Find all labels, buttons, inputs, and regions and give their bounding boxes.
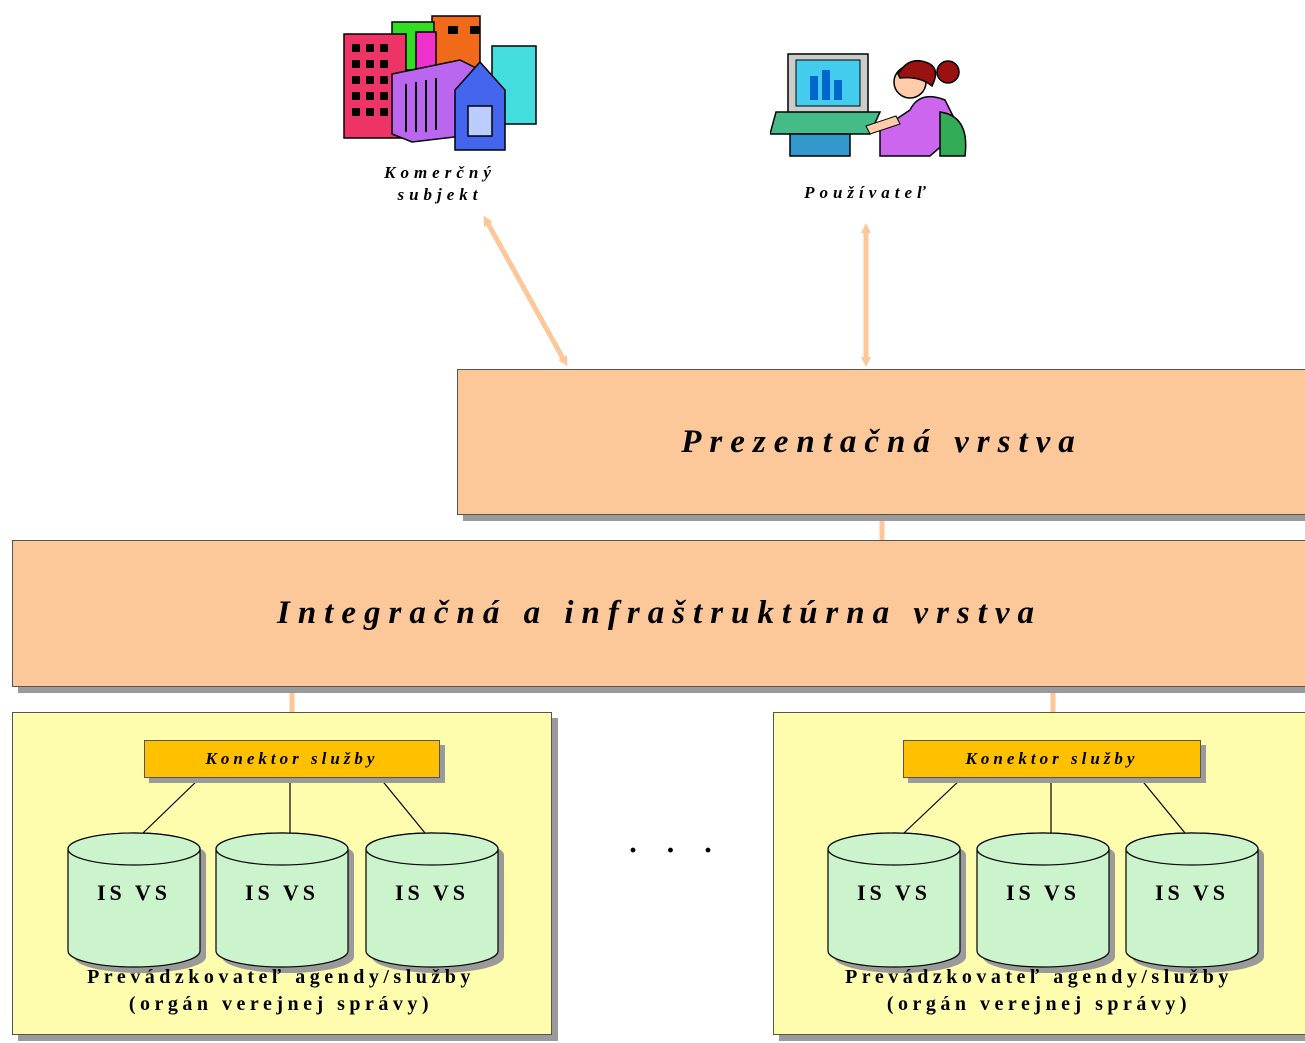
operator-2-title: Prevádzkovateľ agendy/služby (orgán vere…: [773, 964, 1305, 1018]
operator-1-title: Prevádzkovateľ agendy/služby (orgán vere…: [12, 964, 550, 1018]
operator-2-title-line2: (orgán verejnej správy): [886, 993, 1192, 1015]
db-label-1-2: IS VS: [244, 880, 320, 905]
user-label: Používateľ: [804, 183, 931, 202]
db-label-2-1: IS VS: [856, 880, 932, 905]
service-connector-1: Konektor služby: [144, 740, 440, 778]
ellipsis: · · ·: [628, 834, 724, 867]
db-label-2-3: IS VS: [1154, 880, 1230, 905]
db-label-2-2: IS VS: [1005, 880, 1081, 905]
integration-layer-title: Integračná a infraštruktúrna vrstva: [276, 595, 1043, 631]
service-connector-2: Konektor služby: [903, 740, 1201, 778]
presentation-layer: Prezentačná vrstva: [457, 369, 1305, 515]
operator-1-title-line2: (orgán verejnej správy): [128, 993, 434, 1015]
operator-2-title-line1: Prevádzkovateľ agendy/služby: [845, 966, 1233, 988]
user-at-computer-icon: [769, 50, 975, 160]
integration-layer: Integračná a infraštruktúrna vrstva: [12, 540, 1305, 687]
commercial-arrow: [483, 215, 568, 367]
service-connector-2-label: Konektor služby: [965, 749, 1139, 768]
service-connector-1-label: Konektor služby: [205, 749, 379, 768]
office-buildings-icon: [330, 10, 540, 160]
commercial-label-line2: subjekt: [397, 185, 483, 204]
presentation-layer-title: Prezentačná vrstva: [681, 423, 1083, 460]
db-label-1-3: IS VS: [394, 880, 470, 905]
commercial-label-line1: Komerčný: [384, 163, 496, 182]
db-label-1-1: IS VS: [96, 880, 172, 905]
commercial-label: Komerčný subjekt: [360, 162, 520, 206]
operator-1-title-line1: Prevádzkovateľ agendy/služby: [87, 966, 475, 988]
